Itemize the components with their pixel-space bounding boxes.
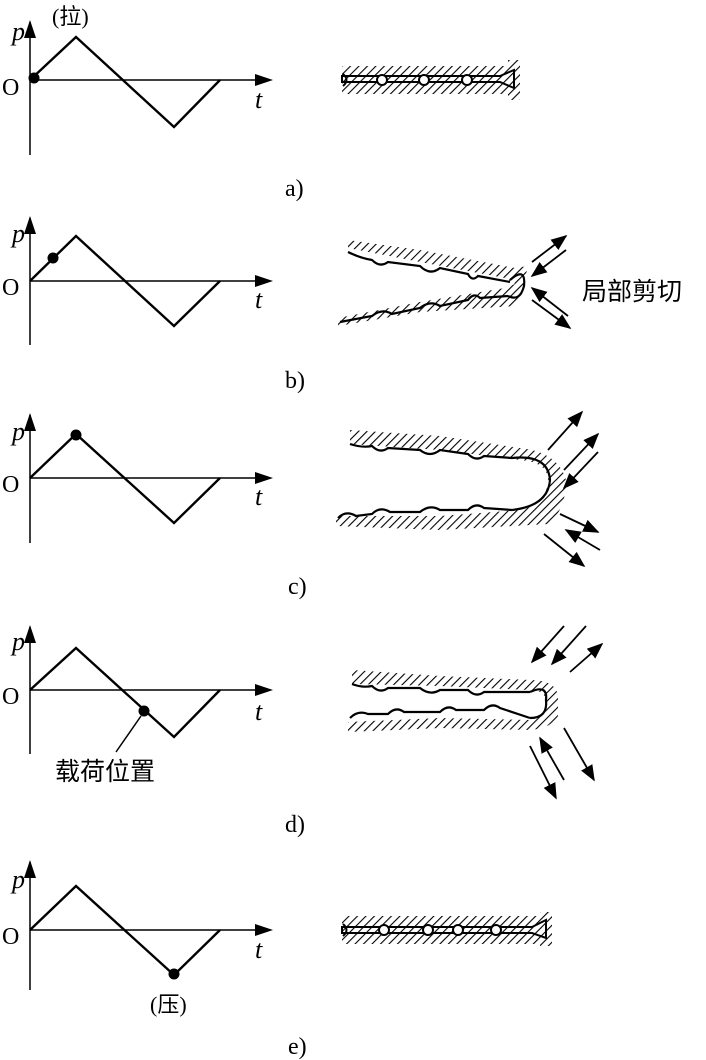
load-position-marker [47, 252, 59, 264]
load-wave [29, 432, 221, 525]
load-graph-c: p O t [2, 413, 273, 543]
crack-diagram-b: 局部剪切 [338, 235, 682, 329]
hatched-material [348, 670, 558, 732]
origin-label: O [2, 275, 19, 301]
load-arrows [543, 410, 601, 568]
shear-arrows [530, 235, 572, 329]
panel-caption: a) [285, 176, 304, 202]
hatched-material [342, 60, 520, 100]
x-axis-arrow [255, 275, 273, 287]
y-axis-arrow [24, 625, 36, 643]
x-axis-arrow [255, 684, 273, 696]
upper-crack-face [349, 442, 513, 460]
load-wave [29, 646, 221, 739]
crack-mouth [342, 73, 348, 87]
panel-caption: c) [288, 574, 307, 600]
lower-crack-face [349, 704, 531, 720]
y-axis-label: p [10, 17, 25, 46]
x-axis-arrow [255, 472, 273, 484]
load-position-marker [168, 968, 180, 980]
origin-label: O [2, 924, 19, 950]
compression-arrows [529, 625, 604, 800]
load-position-marker [70, 429, 82, 441]
x-axis-label: t [255, 285, 263, 314]
lower-crack-face [337, 504, 513, 519]
origin-label: O [2, 75, 19, 101]
panel-c: p O t c) [2, 410, 601, 600]
load-position-marker [138, 705, 150, 717]
striation-circles [376, 74, 473, 86]
crack-tip [529, 688, 548, 720]
panel-b: p O t 局部剪切 b) [2, 216, 682, 394]
lower-crack-face [339, 294, 509, 324]
y-axis-label: p [10, 865, 25, 894]
compression-label: (压) [150, 992, 187, 1017]
crack-diagram-d [348, 625, 604, 800]
crack-diagram-a [341, 60, 520, 100]
panel-e: p O t (压) e) [2, 860, 552, 1060]
x-axis-label: t [255, 935, 263, 964]
upper-crack-face [351, 682, 530, 696]
blunted-crack-tip [511, 456, 552, 512]
load-position-annotation: 载荷位置 [55, 757, 155, 786]
y-axis-arrow [24, 413, 36, 431]
x-axis-arrow [255, 924, 273, 936]
x-axis-label: t [255, 85, 263, 114]
x-axis-label: t [255, 482, 263, 511]
load-graph-d: p O t 载荷位置 [2, 625, 273, 786]
striation-circles [378, 924, 502, 936]
load-graph-b: p O t [2, 216, 273, 345]
crack-tip [507, 273, 526, 299]
panel-d: p O t 载荷位置 d) [2, 625, 604, 838]
y-axis-arrow [24, 216, 36, 234]
load-wave [29, 35, 221, 129]
y-axis-arrow [24, 20, 36, 38]
hatched-material [336, 430, 566, 530]
panel-caption: e) [288, 1034, 307, 1060]
crack-gap [341, 918, 547, 940]
y-axis-arrow [24, 860, 36, 878]
tension-label: (拉) [52, 4, 89, 29]
hatched-material [342, 912, 552, 946]
annotation-leader [115, 715, 142, 753]
crack-diagram-c [336, 410, 601, 568]
x-axis-label: t [255, 697, 263, 726]
y-axis-label: p [10, 627, 25, 656]
crack-mouth [342, 923, 348, 937]
upper-crack-face [347, 251, 511, 284]
panel-caption: b) [285, 368, 305, 394]
panel-caption: d) [285, 812, 305, 838]
load-wave [29, 884, 221, 977]
x-axis-arrow [255, 74, 273, 86]
load-graph-e: p O t (压) [2, 860, 273, 1017]
crack-gap [341, 68, 515, 90]
y-axis-label: p [10, 219, 25, 248]
origin-label: O [2, 684, 19, 710]
y-axis-label: p [10, 417, 25, 446]
origin-label: O [2, 472, 19, 498]
local-shear-label: 局部剪切 [582, 277, 682, 306]
hatched-material [338, 240, 528, 326]
panel-a: p O t (拉) a) [2, 4, 520, 202]
crack-diagram-e [341, 912, 552, 946]
load-position-marker [28, 72, 40, 84]
load-graph-a: p O t (拉) [2, 4, 273, 155]
